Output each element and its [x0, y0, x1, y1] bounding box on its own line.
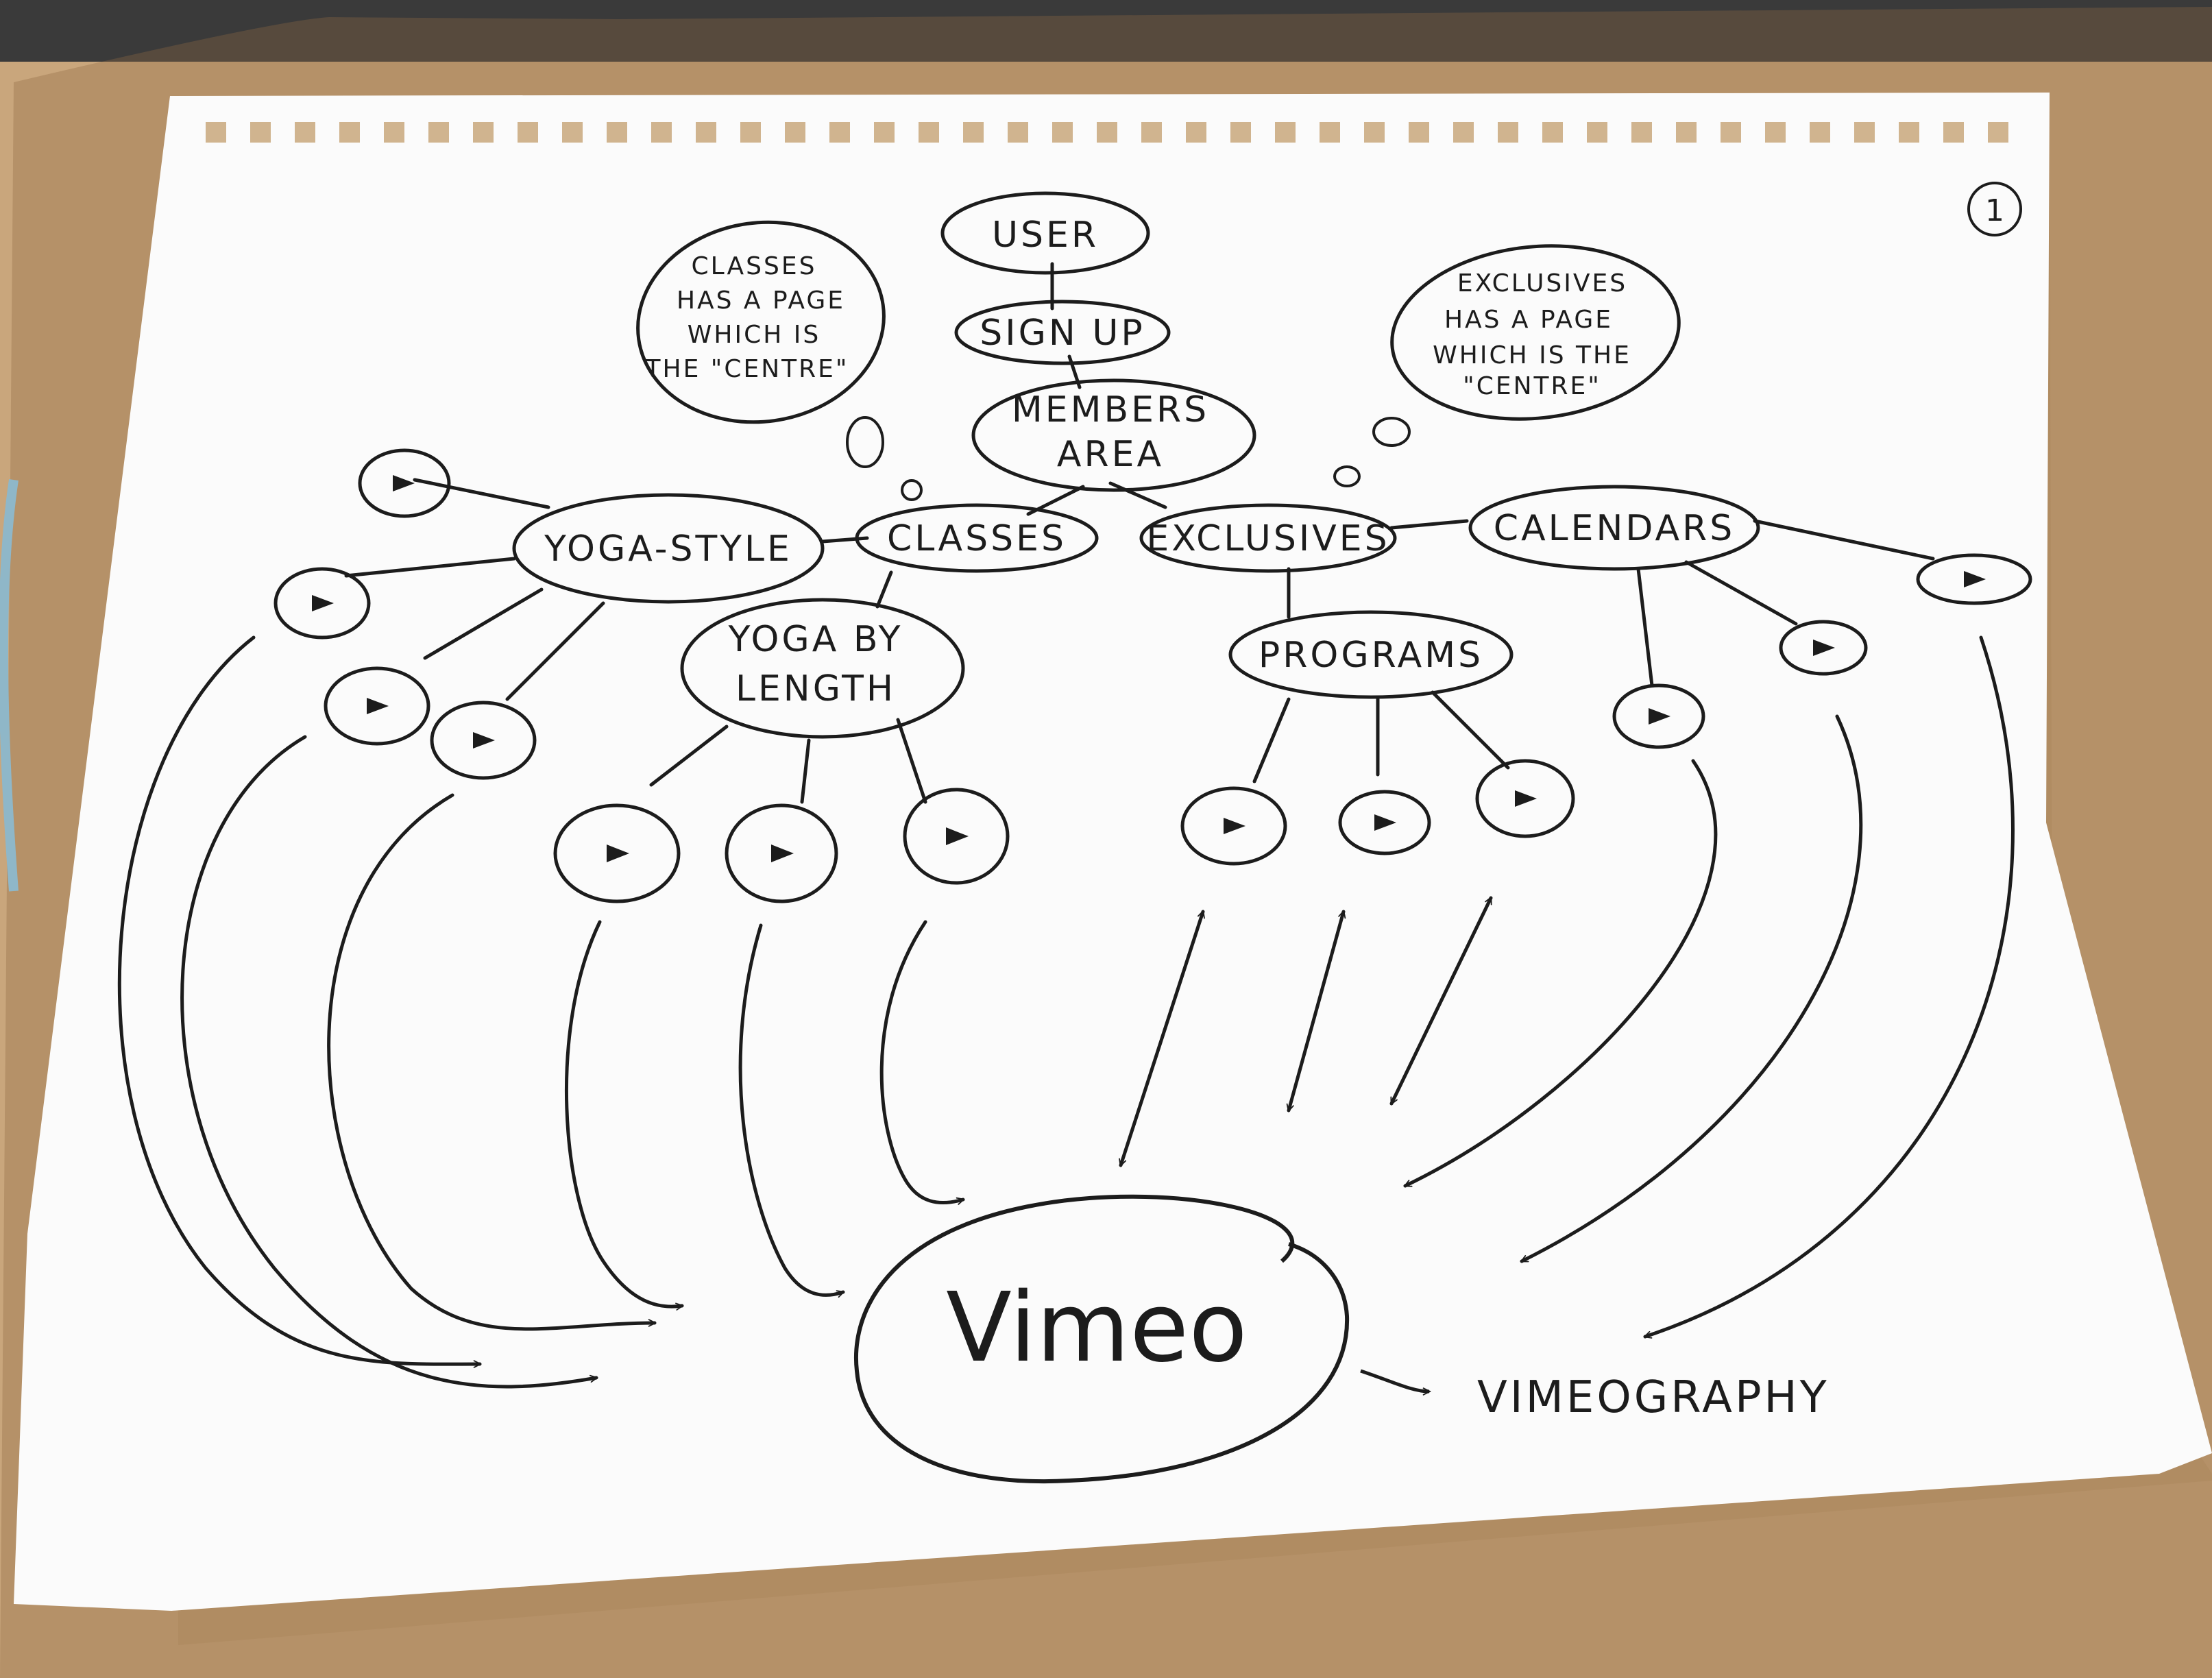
thought-exclusives-line-4: "CENTRE" — [1463, 372, 1601, 400]
video-play-icon — [1180, 786, 1287, 866]
node-vimeo-label: Vimeo — [946, 1272, 1248, 1384]
thought-bubble-classes: CLASSES HAS A PAGE WHICH IS THE "CENTRE" — [636, 220, 923, 501]
node-members-area: MEMBERS AREA — [971, 378, 1256, 492]
cable — [0, 478, 19, 892]
notebook-page — [14, 93, 2212, 1611]
thought-exclusives-line-1: EXCLUSIVES — [1457, 269, 1627, 297]
thought-exclusives-line-3: WHICH IS THE — [1433, 341, 1631, 369]
node-yoga-by-length-line-1: YOGA BY — [728, 619, 903, 660]
video-nodes — [274, 448, 2032, 903]
thought-classes-line-1: CLASSES — [692, 252, 817, 280]
video-play-icon — [903, 788, 1010, 885]
vimeo-arrows — [117, 635, 2015, 1389]
node-sign-up-label: SIGN UP — [980, 313, 1145, 354]
node-programs-label: PROGRAMS — [1259, 635, 1483, 676]
node-user: USER — [940, 191, 1150, 275]
vimeography-arrow — [1360, 1369, 1429, 1391]
node-vimeography-label: VIMEOGRAPHY — [1477, 1372, 1830, 1423]
video-play-icon — [1338, 790, 1431, 855]
page-number-badge: 1 — [1967, 182, 2022, 236]
node-programs: PROGRAMS — [1228, 610, 1514, 699]
video-play-icon — [358, 448, 451, 518]
video-play-icon — [324, 666, 430, 746]
node-user-label: USER — [992, 215, 1099, 256]
video-play-icon — [1916, 553, 2032, 605]
node-yoga-by-length: YOGA BY LENGTH — [680, 598, 965, 739]
node-members-area-line-2: AREA — [1057, 434, 1164, 475]
video-play-icon — [1612, 683, 1705, 749]
node-exclusives: EXCLUSIVES — [1139, 503, 1397, 573]
video-play-icon — [553, 803, 681, 903]
thought-classes-line-2: HAS A PAGE — [677, 287, 845, 315]
node-classes: CLASSES — [855, 503, 1099, 573]
node-yoga-style-label: YOGA-STYLE — [544, 528, 792, 570]
video-play-icon — [725, 803, 838, 903]
node-yoga-style: YOGA-STYLE — [512, 493, 825, 604]
node-calendars: CALENDARS — [1468, 485, 1760, 571]
video-play-icon — [1779, 620, 1868, 676]
page-number: 1 — [1985, 193, 2004, 228]
video-play-icon — [1475, 759, 1575, 838]
node-yoga-by-length-line-2: LENGTH — [736, 668, 896, 709]
node-classes-label: CLASSES — [887, 518, 1067, 559]
node-vimeo: Vimeo — [854, 1194, 1350, 1483]
video-play-icon — [430, 701, 537, 780]
video-play-icon — [274, 567, 371, 640]
spiral-holes — [206, 122, 2008, 143]
node-exclusives-label: EXCLUSIVES — [1146, 518, 1389, 559]
node-sign-up: SIGN UP — [954, 300, 1171, 365]
thought-classes-line-3: WHICH IS — [688, 321, 821, 349]
node-calendars-label: CALENDARS — [1494, 508, 1735, 549]
monitor-edge — [0, 0, 2212, 62]
thought-bubble-exclusives: EXCLUSIVES HAS A PAGE WHICH IS THE "CENT… — [1333, 244, 1681, 487]
node-members-area-line-1: MEMBERS — [1012, 389, 1209, 430]
thought-exclusives-line-2: HAS A PAGE — [1444, 306, 1613, 334]
thought-classes-line-4: THE "CENTRE" — [645, 355, 849, 383]
